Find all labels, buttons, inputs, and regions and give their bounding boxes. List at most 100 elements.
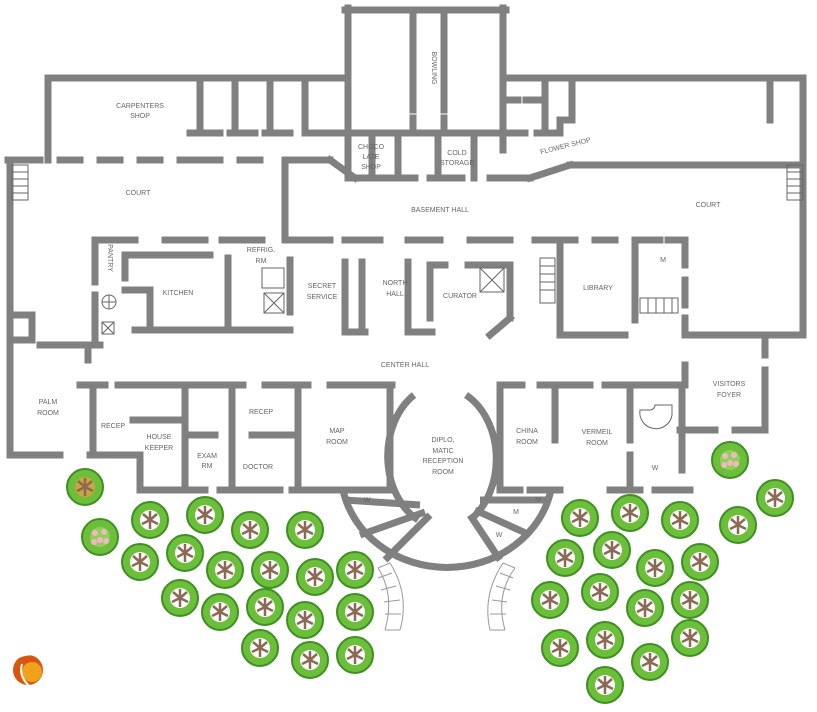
portico-wall: [339, 489, 555, 571]
label-restroom-w: W: [652, 465, 659, 472]
curator-elevator-icon: [479, 267, 505, 293]
shrub-icon: [161, 579, 199, 617]
shrub-icon: [121, 543, 159, 581]
label-north-hall: NORTH: [383, 280, 408, 287]
portico-divider: [344, 496, 421, 509]
shrub-icon: [336, 593, 374, 631]
wall: [525, 160, 575, 183]
shrub-icon: [636, 549, 674, 587]
label-china-room: CHINA: [516, 428, 538, 435]
shrub-icon: [586, 666, 624, 704]
landscaping: [66, 441, 794, 704]
portico-stairs: [377, 562, 516, 631]
label-court-left: COURT: [126, 190, 151, 197]
label-chocolate-shop-3: SHOP: [361, 164, 381, 171]
stair-icons: [11, 164, 804, 430]
shrub-icon: [241, 629, 279, 667]
label-restroom-w: W: [496, 532, 503, 539]
shrub-icon: [561, 499, 599, 537]
spiral-stair-vermeil-icon: [639, 404, 673, 430]
label-library-m: M: [660, 257, 666, 264]
label-library: LIBRARY: [583, 285, 613, 292]
label-recep-left: RECEP: [101, 423, 125, 430]
label-bowling: BOWLING: [430, 51, 437, 84]
label-exam-rm-2: RM: [202, 463, 213, 470]
shrub-icon: [246, 588, 284, 626]
shrub-icon: [531, 581, 569, 619]
shrub-icon: [631, 643, 669, 681]
refrig-stairs-icon: [261, 267, 285, 289]
label-map-room-2: ROOM: [326, 439, 348, 446]
label-diplomatic-room-3: RECEPTION: [423, 458, 464, 465]
label-visitors-foyer-2: FOYER: [717, 392, 741, 399]
shrub-icon: [626, 589, 664, 627]
logo-icon: [11, 653, 48, 689]
label-refrig-rm-2: RM: [256, 258, 267, 265]
library-m-stairs-icon: [639, 297, 679, 314]
label-diplomatic-room-2: MATIC: [432, 448, 453, 455]
label-secret-service-2: SERVICE: [307, 294, 338, 301]
shrub-icon: [611, 494, 649, 532]
shrub-icon: [671, 581, 709, 619]
label-restroom-w: W: [364, 497, 371, 504]
label-palm-room-2: ROOM: [37, 410, 59, 417]
shrub-icon: [166, 534, 204, 572]
shrub-icon: [581, 573, 619, 611]
shrub-icon: [719, 506, 757, 544]
shrub-icon: [206, 551, 244, 589]
shrub-icon: [541, 629, 579, 667]
label-center-hall: CENTER HALL: [381, 362, 429, 369]
label-refrig-rm: REFRIG.: [247, 247, 275, 254]
shrub-icon: [336, 551, 374, 589]
label-recep-right: RECEP: [249, 409, 273, 416]
label-vermeil-room: VERMEIL: [582, 429, 613, 436]
elevator-pantry-icon: [101, 321, 115, 335]
label-exam-rm: EXAM: [197, 453, 217, 460]
shrub-icon: [586, 621, 624, 659]
label-chocolate-shop: CHOCO: [358, 144, 385, 151]
label-secret-service: SECRET: [308, 283, 337, 290]
label-housekeeper: HOUSE: [147, 434, 172, 441]
stairs-right-icon: [786, 164, 804, 201]
label-diplomatic-room-4: ROOM: [432, 469, 454, 476]
shrub-icon: [291, 641, 329, 679]
rotunda-wall-right: [464, 392, 500, 523]
rotunda-wall-left: [384, 392, 420, 523]
wall: [325, 155, 360, 183]
label-carpenters-shop: CARPENTERS: [116, 103, 164, 110]
shrub-icon: [681, 543, 719, 581]
label-basement-hall: BASEMENT HALL: [411, 207, 469, 214]
flowering-shrub-icon: [81, 518, 119, 556]
label-housekeeper-2: KEEPER: [145, 445, 173, 452]
label-palm-room: PALM: [39, 399, 58, 406]
label-carpenters-shop-2: SHOP: [130, 113, 150, 120]
shrub-icon: [336, 636, 374, 674]
label-chocolate-shop-2: LATE: [363, 154, 380, 161]
label-pantry: PANTRY: [106, 244, 113, 272]
shrub-icon: [546, 539, 584, 577]
label-curator: CURATOR: [443, 293, 477, 300]
wall: [485, 313, 515, 340]
shrub-icon: [131, 501, 169, 539]
label-court-right: COURT: [696, 202, 721, 209]
shrub-icon: [756, 479, 794, 517]
label-cold-storage-2: STORAGE: [440, 160, 474, 167]
label-doctor: DOCTOR: [243, 464, 273, 471]
label-map-room: MAP: [329, 428, 345, 435]
label-north-hall-2: HALL: [386, 291, 404, 298]
shrub-icon: [286, 601, 324, 639]
walls: [4, 4, 807, 494]
label-kitchen: KITCHEN: [163, 290, 194, 297]
label-cold-storage: COLD: [447, 150, 466, 157]
label-visitors-foyer: VISITORS: [713, 381, 746, 388]
room-labels: CARPENTERS SHOP BOWLING CHOCO LATE SHOP …: [37, 51, 745, 539]
tree-icon: [66, 468, 104, 506]
label-restroom-m: M: [535, 497, 541, 504]
label-china-room-2: ROOM: [516, 439, 538, 446]
label-vermeil-room-2: ROOM: [586, 440, 608, 447]
diplomatic-room-walls: [339, 392, 555, 571]
elevator-icon: [263, 292, 285, 314]
shrub-icon: [201, 593, 239, 631]
